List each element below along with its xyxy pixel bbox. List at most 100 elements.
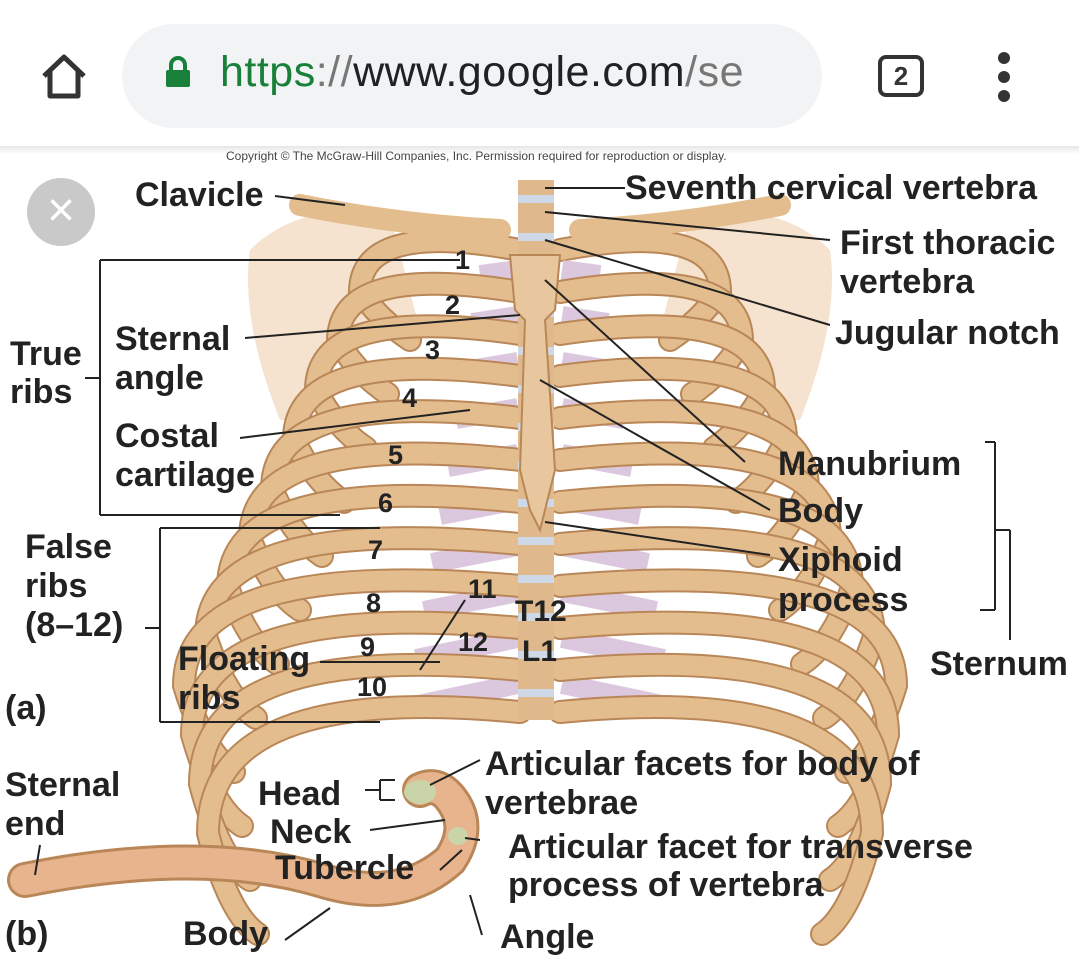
lock-icon — [166, 56, 190, 87]
label-costal-cartilage: Costal — [115, 417, 219, 455]
rib — [261, 401, 530, 566]
rib-number: 10 — [357, 672, 388, 702]
close-button[interactable]: × — [27, 178, 95, 246]
rib-number: 5 — [388, 440, 404, 470]
single-rib — [10, 772, 477, 904]
tubercle-facet — [448, 827, 468, 845]
rib-number: 2 — [445, 290, 461, 320]
leader-line — [539, 379, 771, 511]
label-t12: T12 — [515, 595, 567, 628]
rib-head-facet — [404, 780, 436, 804]
label-seventh-cervical: Seventh cervical vertebra — [625, 169, 1038, 207]
leader-line — [439, 849, 463, 871]
left-clavicle — [289, 194, 511, 241]
label-jugular-notch: Jugular notch — [835, 314, 1060, 352]
label-l1: L1 — [522, 635, 558, 668]
rib — [550, 401, 819, 566]
panel-a-label: (a) — [5, 689, 47, 727]
label-neck: Neck — [270, 813, 352, 851]
label-false-ribs-3: (8–12) — [25, 606, 124, 644]
home-icon[interactable] — [38, 50, 90, 102]
rib-number: 6 — [378, 488, 394, 518]
leader-line — [274, 195, 346, 206]
leader-line — [239, 409, 471, 439]
leader-line — [469, 894, 483, 936]
url-separator: :// — [315, 48, 354, 96]
label-false-ribs-2: ribs — [25, 567, 88, 605]
copyright-text: Copyright © The McGraw-Hill Companies, I… — [226, 149, 727, 163]
leader-line — [429, 759, 481, 786]
leader-line — [284, 907, 331, 941]
rib-number: 12 — [458, 627, 489, 657]
label-floating-ribs-2: ribs — [178, 679, 241, 717]
leader-line — [369, 819, 446, 831]
rib — [195, 528, 530, 728]
browser-toolbar: https://www.google.com/se 2 — [0, 0, 1079, 146]
label-body-b: Body — [183, 915, 268, 953]
label-xiphoid: Xiphoid — [778, 541, 903, 579]
url-path: /se — [685, 48, 744, 96]
intervertebral-disc — [518, 613, 554, 621]
intervertebral-disc — [518, 195, 554, 203]
label-xiphoid-2: process — [778, 581, 909, 619]
intervertebral-disc — [518, 689, 554, 697]
rib-number: 1 — [455, 245, 471, 275]
rib-number: 9 — [360, 632, 376, 662]
label-sternal-end-2: end — [5, 805, 66, 843]
more-menu-icon[interactable] — [998, 52, 1012, 109]
right-clavicle — [569, 194, 791, 241]
rib — [550, 358, 797, 512]
leader-line — [244, 314, 521, 339]
toolbar-shadow — [0, 146, 1079, 154]
url-text[interactable]: https://www.google.com/se — [220, 48, 744, 97]
rib-number: 4 — [402, 383, 418, 413]
rib — [197, 697, 530, 944]
label-articular-facets-2: vertebrae — [485, 784, 639, 822]
label-true-ribs: True — [10, 335, 82, 373]
label-first-thoracic-2: vertebra — [840, 263, 975, 301]
label-articular-facet: Articular facet for transverse — [508, 828, 973, 866]
rib-number: 7 — [368, 535, 384, 565]
intervertebral-disc — [518, 537, 554, 545]
label-head: Head — [258, 775, 342, 813]
label-costal-cartilage-2: cartilage — [115, 456, 255, 494]
leader-line — [544, 211, 831, 241]
label-first-thoracic: First thoracic — [840, 224, 1056, 262]
label-angle: Angle — [500, 918, 595, 956]
intervertebral-disc — [518, 651, 554, 659]
url-host: www.google.com — [353, 48, 686, 96]
label-sternal-angle: Sternal — [115, 320, 231, 358]
label-floating-ribs: Floating — [178, 640, 311, 678]
leader-line — [544, 239, 831, 326]
intervertebral-disc — [518, 575, 554, 583]
rib-number: 3 — [425, 335, 441, 365]
costal-cartilage — [560, 260, 602, 285]
label-articular-facets: Articular facets for body of — [485, 745, 920, 783]
label-manubrium: Manubrium — [778, 445, 962, 483]
leader-line — [544, 279, 746, 463]
rib-number: 11 — [468, 574, 497, 604]
tab-switcher-button[interactable]: 2 — [878, 55, 924, 97]
label-articular-facet-2: process of vertebra — [508, 866, 824, 904]
label-tubercle: Tubercle — [275, 849, 415, 887]
panel-b-label: (b) — [5, 915, 49, 953]
rib — [550, 528, 885, 728]
leader-line — [544, 521, 771, 556]
leader-line — [34, 844, 41, 876]
rib — [283, 358, 530, 512]
leader-line — [464, 837, 481, 841]
label-sternum: Sternum — [930, 645, 1068, 683]
label-true-ribs-2: ribs — [10, 373, 73, 411]
rib-number: 8 — [366, 588, 382, 618]
address-bar[interactable] — [122, 24, 822, 128]
label-sternal-end: Sternal — [5, 766, 121, 804]
url-scheme: https — [220, 48, 316, 96]
label-sternal-angle-2: angle — [115, 359, 204, 397]
sternum — [508, 254, 562, 533]
leader-line — [419, 599, 466, 671]
label-clavicle: Clavicle — [135, 176, 264, 214]
rib — [550, 697, 883, 944]
label-false-ribs: False — [25, 528, 112, 566]
intervertebral-disc — [518, 233, 554, 241]
